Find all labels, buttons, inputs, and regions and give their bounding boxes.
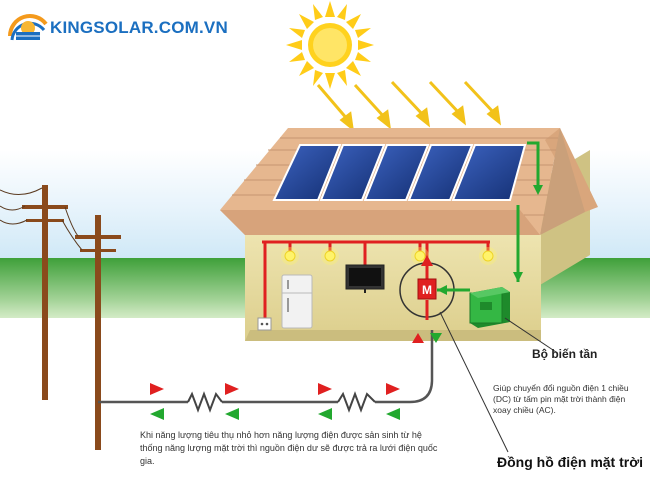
inverter-title: Bộ biến tần bbox=[532, 347, 598, 361]
light-bulb-icon bbox=[479, 247, 497, 265]
grid-flow-arrows bbox=[150, 383, 400, 420]
dc-arrow bbox=[533, 185, 543, 195]
refrigerator-icon bbox=[281, 274, 313, 329]
light-bulb-icon bbox=[321, 247, 339, 265]
inverter-icon bbox=[469, 287, 510, 328]
ac-wiring bbox=[262, 240, 490, 320]
dc-arrow bbox=[513, 272, 523, 282]
grid-note: Khi năng lượng tiêu thụ nhỏ hơn năng lượ… bbox=[140, 430, 438, 466]
dc-arrow bbox=[437, 285, 447, 295]
brand-logo-icon bbox=[8, 14, 48, 41]
brand-name: KINGSOLAR.COM.VN bbox=[50, 18, 228, 37]
television-icon bbox=[345, 264, 385, 293]
light-bulb-icon bbox=[281, 247, 299, 265]
inverter-description: Giúp chuyển đổi nguồn điện 1 chiều (DC) … bbox=[493, 383, 629, 415]
sun-rays bbox=[316, 80, 502, 132]
leader-lines bbox=[439, 311, 557, 453]
resistor-icon bbox=[337, 391, 376, 413]
meter-symbol: M bbox=[422, 283, 432, 297]
power-pole-icon bbox=[0, 185, 121, 450]
grid-wire bbox=[98, 330, 434, 404]
wall-socket-icon bbox=[257, 317, 272, 331]
meter-title: Đồng hồ điện mặt trời bbox=[497, 454, 644, 470]
sun-icon bbox=[286, 1, 374, 89]
resistor-icon bbox=[187, 391, 223, 413]
solar-panels bbox=[272, 144, 527, 201]
